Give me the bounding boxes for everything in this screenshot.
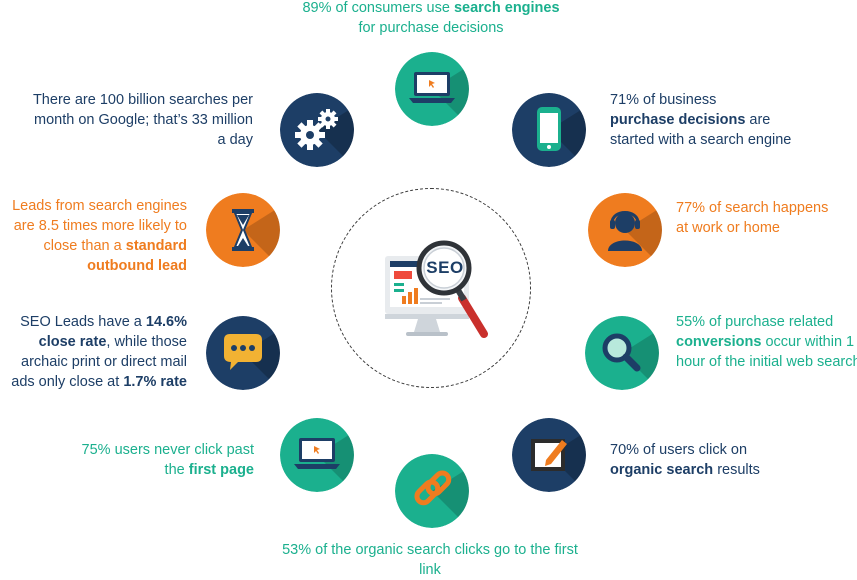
stat-searches: There are 100 billion searches per month…: [32, 92, 253, 148]
smartphone-icon: [512, 93, 586, 167]
stat-first-link: 53% of the organic search clicks go to t…: [282, 542, 578, 578]
stat-close-rate: SEO Leads have a 14.6% close rate, while…: [11, 314, 187, 390]
laptop-icon: [280, 418, 354, 492]
stat-conversions: 55% of purchase related conversions occu…: [676, 314, 857, 370]
headset-user-icon: [588, 193, 662, 267]
stat-work-or-home: 77% of search happens at work or home: [676, 200, 829, 236]
chat-bubble-icon: [206, 316, 280, 390]
seo-logo-text: SEO: [426, 258, 464, 277]
chain-link-icon: [395, 454, 469, 528]
center-ring: [331, 188, 531, 388]
stat-purchase-decisions: 71% of business purchase decisions are s…: [610, 92, 792, 148]
hourglass-icon: [206, 193, 280, 267]
seo-monitor-magnifier-icon: SEO: [380, 238, 500, 348]
laptop-icon: [395, 52, 469, 126]
magnifier-icon: [585, 316, 659, 390]
stat-search-engines: 89% of consumers use search engines for …: [302, 0, 560, 36]
gears-icon: [280, 93, 354, 167]
edit-pencil-icon: [512, 418, 586, 492]
stat-first-page: 75% users never click past the first pag…: [81, 442, 254, 478]
stat-leads: Leads from search engines are 8.5 times …: [12, 198, 187, 274]
stat-organic-search: 70% of users click on organic search res…: [610, 442, 760, 478]
